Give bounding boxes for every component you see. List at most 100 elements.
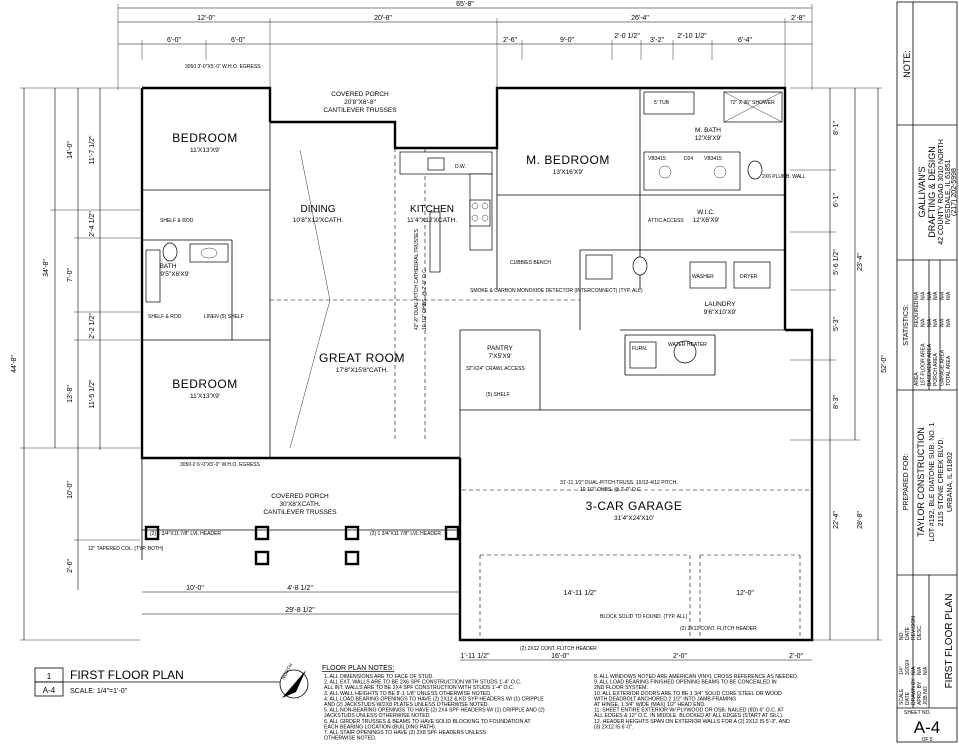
dim-sub-1: 6'-0": [167, 37, 181, 44]
m-bedroom-name: M. BEDROOM: [526, 153, 610, 167]
room-labels: COVERED PORCH 20'8"X6'-8" CANTILEVER TRU…: [160, 91, 737, 522]
bath-fixtures: [145, 91, 783, 369]
tb-revision-no: NO.: [899, 631, 905, 640]
dim-overall-depth-right: 52'-0": [881, 355, 888, 373]
crawl-access-label: 32"X24" CRAWL ACCESS: [466, 366, 525, 372]
porch-front-name: COVERED PORCH: [271, 493, 329, 500]
dim-right-9: 22'-4": [833, 511, 840, 529]
dim-bottom-5: 29'-8 1/2": [285, 607, 315, 614]
furnace-label: FURN.: [632, 346, 647, 352]
note-left-line: OTHERWISE NOTED.: [324, 736, 376, 742]
porch-top-size: 20'8"X6'-8": [344, 99, 376, 106]
dim-bottom-4: 12'-0": [736, 590, 754, 597]
tb-sheet-of: OF 5: [921, 737, 932, 743]
north-arrow-icon: NORTH: [279, 662, 309, 699]
note-right-line: 11. SHEET ENTIRE EXTERIOR W/ PLYWOOD OR …: [594, 708, 785, 714]
notes-left-column: 1. ALL DIMENSIONS ARE TO FACE OF STUD.2.…: [324, 674, 545, 742]
tb-stat-label: BASEMENT AREA: [927, 343, 933, 386]
tb-firm-address: 42 COUNTY ROAD 3010 NORTH: [938, 139, 945, 245]
flitch-header-label: (2) 2X12 CONT. FLITCH HEADER: [520, 646, 597, 652]
tb-stat-value: N/A: [920, 291, 926, 300]
note-left-line: 2. ALL EXT. WALLS ARE TO BE 2X6 SPF CONS…: [324, 680, 521, 686]
tb-sheet-no: A-4: [914, 718, 940, 737]
tb-meta-key: APRD. BY: [917, 681, 923, 705]
column-label: 12" TAPERED COL. (TYP. BOTH): [88, 546, 164, 552]
note-left-line: JACKSTUDS UNLESS OTHERWISE NOTED.: [324, 713, 431, 719]
tb-statistics-heading: STATISTICS:: [903, 304, 910, 345]
bedroom-2-name: BEDROOM: [172, 377, 238, 391]
attic-access-label: ATTIC ACCESS: [648, 218, 684, 224]
plumb-wall-label: 2X6 PLUMB. WALL: [762, 174, 806, 180]
note-left-line: 1. ALL DIMENSIONS ARE TO FACE OF STUD.: [324, 674, 434, 680]
tb-stat-required: N/A: [927, 318, 933, 327]
tb-firm-city: IVESDALE, IL 61851: [945, 159, 952, 224]
note-left-line: 6. ALL GIRDER TRUSSES & BEAMS TO HAVE SO…: [324, 719, 531, 725]
tb-meta-value: N/A: [911, 666, 917, 675]
cubbies-label: CUBBIES BENCH: [510, 260, 551, 266]
dim-left-6: 13'-8": [67, 385, 74, 403]
note-right-line: 10. ALL EXTERIOR DOORS ARE TO BE 1 3/4" …: [594, 691, 782, 697]
note-left-line: 5. ALL NON-BEARING OPENINGS TO HAVE (2) …: [324, 708, 545, 714]
garage-name: 3-CAR GARAGE: [586, 499, 683, 513]
tb-firm-name: GALLIVAN'S: [917, 166, 927, 217]
detail-sheet-ref: A-4: [43, 686, 56, 695]
plan-title: FIRST FLOOR PLAN: [70, 668, 184, 682]
bedroom-2-size: 11'X13'X9': [190, 393, 220, 400]
tb-stat-required: N/A: [946, 318, 952, 327]
tb-meta-value: 1/4": [899, 666, 905, 675]
north-label: NORTH: [281, 662, 295, 681]
tb-prepared-for: PREPARED FOR:: [903, 454, 910, 511]
tb-stat-value: N/A: [933, 291, 939, 300]
dim-sub-5: 2'-0 1/2": [614, 33, 640, 40]
tb-meta-key: DATE: [905, 691, 911, 705]
shelf-rod-1: SHELF & ROD: [160, 218, 194, 224]
tb-stat-value: N/A: [927, 291, 933, 300]
garage-size: 31'4"X24'X10': [614, 515, 654, 522]
dining-size: 10'8"X12'XCATH.: [293, 217, 344, 224]
wic-size: 12'X6'X9': [693, 217, 720, 224]
dim-bottom-9: 2'-0": [789, 653, 803, 660]
tb-stat-label: GARAGE AREA: [940, 349, 946, 386]
front-porch: [141, 458, 460, 566]
tb-meta-value: 3/2024: [905, 659, 911, 675]
porch-front-size: 30'X8'XCATH.: [279, 501, 320, 508]
dim-right-2: 6'-1": [833, 193, 840, 207]
tb-stat-required: N/A: [920, 318, 926, 327]
bottom-dimensions: 10'-0" 4'-8 1/2" 14'-11 1/2" 12'-0" 29'-…: [142, 585, 812, 661]
tb-stat-value: N/A: [940, 291, 946, 300]
kitchen-name: KITCHEN: [410, 204, 454, 215]
tb-stat-label: PORCH AREA: [933, 353, 939, 386]
m-bedroom-size: 13'X16'X9': [553, 169, 583, 176]
dim-bottom-3: 14'-11 1/2": [564, 590, 597, 597]
vanity-3-label: VB3415: [704, 156, 722, 162]
tb-revision-col: REVISION: [911, 616, 917, 640]
window-top-label: 3050 3'-0"X5'-0" W.H.O. EGRESS: [185, 64, 261, 70]
dining-name: DINING: [301, 204, 336, 215]
tb-revision-col: DATE: [905, 626, 911, 640]
laundry-name: LAUNDRY: [705, 301, 737, 308]
detail-number: 1: [47, 672, 52, 681]
porch-front-truss: CANTILEVER TRUSSES: [263, 509, 337, 516]
tb-stat-value: N/A: [946, 291, 952, 300]
dim-sub-2: 6'-0": [231, 37, 245, 44]
vanity-1-label: VB3415: [648, 156, 666, 162]
window-front-label: 3050-2 6'-0"X5'-0" W.H.O. EGRESS: [180, 462, 261, 468]
dim-top-4: 2'-8": [791, 15, 805, 22]
dim-left-5: 2'-2 1/2": [89, 313, 96, 339]
note-right-line: 2ND FLOOR SYSTEM.: [594, 685, 648, 691]
dim-top-1: 12'-0": [197, 15, 215, 22]
dim-top-3: 26'-4": [631, 15, 649, 22]
floor-plan-notes: FLOOR PLAN NOTES: 1. ALL DIMENSIONS ARE …: [322, 665, 798, 742]
dim-left-2: 11'-7 1/2": [89, 135, 96, 165]
washer-label: WASHER: [692, 274, 714, 280]
annotations: SHELF & ROD SHELF & ROD LINEN (5) SHELF …: [88, 64, 806, 652]
tb-client-lot: LOT #192, BLE DIATONE SUB. NO. 1: [929, 422, 936, 541]
dim-right-4: 5'-6 1/2": [833, 249, 840, 275]
bath-name: BATH: [160, 263, 177, 270]
tb-stat-required: N/A: [940, 318, 946, 327]
dim-right-3: 23'-4": [857, 253, 864, 271]
note-left-line: ALL INT. WALLS ARE TO BE 2X4 SPF CONSTRU…: [324, 685, 514, 691]
garage-truss-label-2: 10 1/2" OHBS. @ 2'-0" O.C.: [580, 487, 642, 493]
tb-stat-label: AREA: [914, 372, 920, 386]
kitchen-cabinets: D.W.: [399, 151, 493, 273]
